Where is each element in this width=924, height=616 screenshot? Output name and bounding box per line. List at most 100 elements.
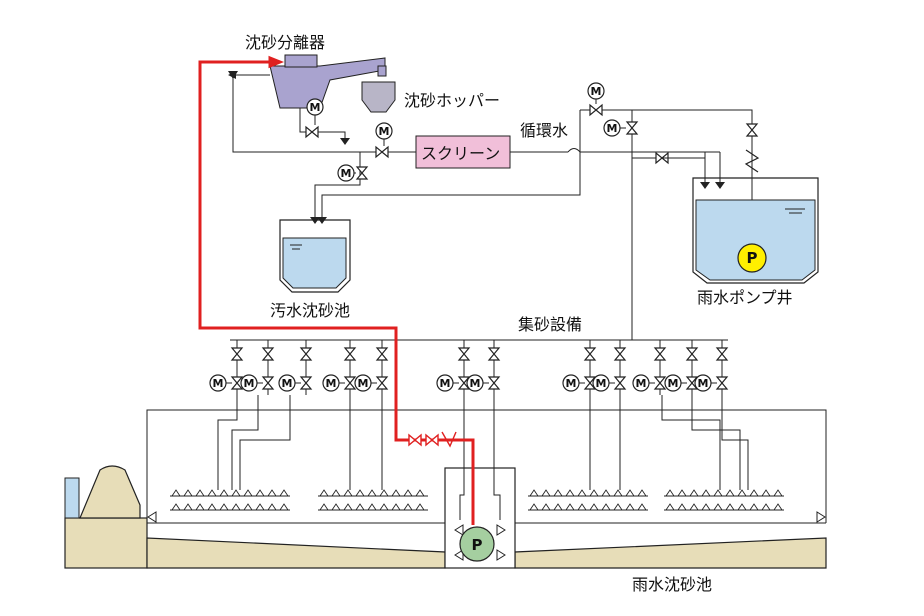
rain-pump-well (692, 177, 819, 284)
nozzle-icon (195, 489, 205, 497)
rain-basin-label: 雨水沈砂池 (632, 575, 712, 594)
nozzle-icon (529, 503, 539, 511)
nozzle-icon (553, 489, 563, 497)
nozzle-icon (379, 503, 389, 511)
valve-icon (653, 347, 667, 361)
valve-icon (653, 376, 667, 390)
nozzle-icon (737, 489, 747, 497)
motor-icon: M (562, 374, 580, 392)
valve-icon (299, 347, 313, 361)
motor-letter: M (379, 125, 390, 138)
valve-icon (375, 347, 389, 361)
screen-label: スクリーン (421, 144, 500, 163)
sewage-basin-label: 汚水沈砂池 (270, 301, 350, 320)
valve-icon (487, 376, 501, 390)
nozzle-icon (677, 489, 687, 497)
hopper-label: 沈砂ホッパー (404, 91, 500, 110)
highlight-path (198, 55, 475, 525)
nozzle-icon (279, 503, 289, 511)
nozzle-icon (231, 489, 241, 497)
nozzle-icon (637, 503, 647, 511)
nozzle-rows (170, 489, 784, 511)
nozzle-icon (319, 503, 329, 511)
motor-icon: M (240, 374, 258, 392)
nozzle-icon (267, 489, 277, 497)
motor-icon: M (694, 374, 712, 392)
nozzle-icon (677, 503, 687, 511)
flow-arrows (228, 71, 725, 224)
valve-icon (715, 376, 729, 390)
motor-letter: M (698, 377, 709, 390)
motor-letter: M (244, 377, 255, 390)
motor-icon: M (664, 374, 682, 392)
recirc-valve-motor-icon: M (587, 82, 605, 100)
valve-icon (685, 376, 699, 390)
nozzle-icon (243, 489, 253, 497)
nozzle-icon (761, 489, 771, 497)
nozzle-icon (267, 503, 277, 511)
edge-markers (147, 511, 826, 561)
basin-pump: P (459, 526, 495, 562)
valve-icon (457, 376, 471, 390)
nozzle-icon (255, 503, 265, 511)
collection-header (230, 140, 728, 341)
valve-icon (613, 376, 627, 390)
motor-icon: M (632, 374, 650, 392)
nozzle-icon (207, 489, 217, 497)
nozzle-icon (355, 489, 365, 497)
valve-icon (343, 376, 357, 390)
nozzle-icon (713, 489, 723, 497)
red-valve (408, 431, 457, 448)
nozzle-icon (625, 503, 635, 511)
valve-icon (487, 347, 501, 361)
nozzle-icon (749, 489, 759, 497)
sand-separator (269, 54, 387, 109)
rain-pump-well-label: 雨水ポンプ井 (697, 288, 793, 307)
nozzle-icon (761, 503, 771, 511)
nozzle-icon (553, 503, 563, 511)
valve-icon (583, 376, 597, 390)
nozzle-icon (319, 489, 329, 497)
nozzle-icon (183, 503, 193, 511)
motor-letter: M (358, 377, 369, 390)
pump-label-rain-well: P (747, 249, 758, 267)
nozzle-icon (195, 503, 205, 511)
nozzle-icon (415, 503, 425, 511)
separator-label: 沈砂分離器 (245, 33, 325, 52)
motor-letter: M (326, 377, 337, 390)
valve-icon (261, 376, 275, 390)
nozzle-icon (613, 489, 623, 497)
nozzle-icon (379, 489, 389, 497)
valve-icon (230, 347, 244, 361)
nozzle-icon (367, 489, 377, 497)
recirc-label: 循環水 (520, 121, 568, 140)
nozzle-icon (749, 503, 759, 511)
nozzle-icon (565, 503, 575, 511)
header-valve-motor-icon: M (603, 119, 621, 137)
nozzle-icon (577, 503, 587, 511)
nozzle-icon (343, 503, 353, 511)
nozzle-icon (403, 489, 413, 497)
nozzle-icon (243, 503, 253, 511)
valve-icon (583, 347, 597, 361)
valve-icon (375, 376, 389, 390)
nozzle-icon (589, 503, 599, 511)
motor-icon: M (466, 374, 484, 392)
valve-icon (299, 376, 313, 390)
valve-icon (715, 347, 729, 361)
separator-motor-icon: M (306, 98, 324, 116)
motor-letter: M (668, 377, 679, 390)
nozzle-icon (701, 503, 711, 511)
rain-well-pump: P (737, 243, 767, 273)
rain-basin-structure (64, 409, 827, 569)
nozzle-icon (255, 489, 265, 497)
nozzle-icon (725, 489, 735, 497)
motor-icon: M (436, 374, 454, 392)
nozzle-icon (613, 503, 623, 511)
nozzle-icon (689, 503, 699, 511)
nozzle-icon (367, 503, 377, 511)
